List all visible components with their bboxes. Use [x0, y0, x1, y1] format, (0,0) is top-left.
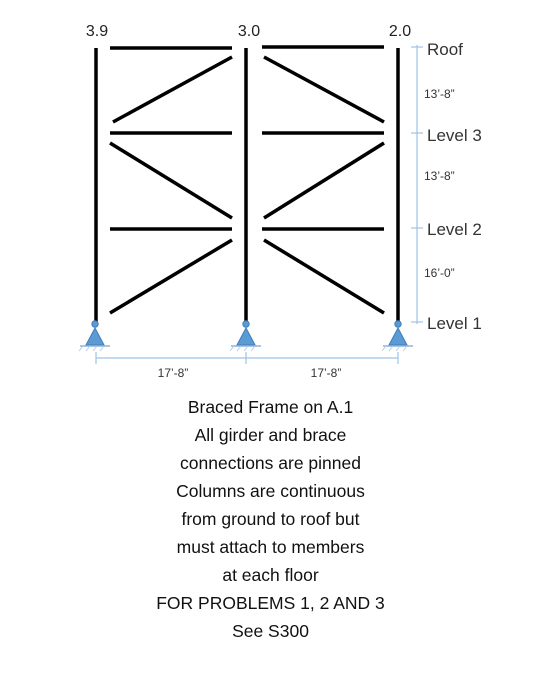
brace-level-3-bay-2 — [263, 141, 385, 220]
level-label-2: Level 2 — [427, 220, 482, 239]
braced-frame-diagram: 3.9 3.0 2.0 — [78, 23, 482, 380]
note-line: must attach to members — [176, 537, 365, 557]
bay-width-2: 17’-8” — [311, 366, 342, 380]
bay-width-1: 17’-8” — [158, 366, 189, 380]
note-line: FOR PROBLEMS 1, 2 AND 3 — [156, 593, 385, 613]
pin-support-left — [78, 320, 110, 352]
level-label-3: Level 3 — [427, 126, 482, 145]
note-line: Braced Frame on A.1 — [187, 397, 354, 417]
column-label-3-0: 3.0 — [238, 23, 260, 40]
vertical-dimension-line — [411, 45, 423, 324]
brace-roof-bay-1 — [112, 55, 233, 124]
note-line: All girder and brace — [194, 425, 347, 445]
column-label-2-0: 2.0 — [389, 23, 411, 40]
story-height-roof: 13’-8” — [424, 87, 455, 101]
horizontal-dimension-line — [95, 352, 399, 364]
level-label-roof: Roof — [427, 40, 463, 59]
story-height-level-3: 13’-8” — [424, 169, 455, 183]
pin-support-right — [381, 320, 413, 352]
column-label-3-9: 3.9 — [86, 23, 108, 40]
level-label-1: Level 1 — [427, 314, 482, 333]
note-line: Columns are continuous — [176, 481, 365, 501]
note-line: at each floor — [222, 565, 319, 585]
brace-level-3-bay-1 — [109, 141, 233, 220]
story-height-level-2: 16’-0” — [424, 266, 455, 280]
brace-level-2-bay-1 — [109, 238, 233, 315]
frame-notes: Braced Frame on A.1 All girder and brace… — [0, 393, 541, 645]
note-line: connections are pinned — [180, 453, 361, 473]
pin-support-middle — [229, 320, 261, 352]
brace-roof-bay-2 — [263, 55, 385, 124]
note-line: from ground to roof but — [181, 509, 360, 529]
pin-supports — [78, 320, 413, 352]
note-line: See S300 — [232, 621, 309, 641]
brace-level-2-bay-2 — [263, 238, 385, 315]
